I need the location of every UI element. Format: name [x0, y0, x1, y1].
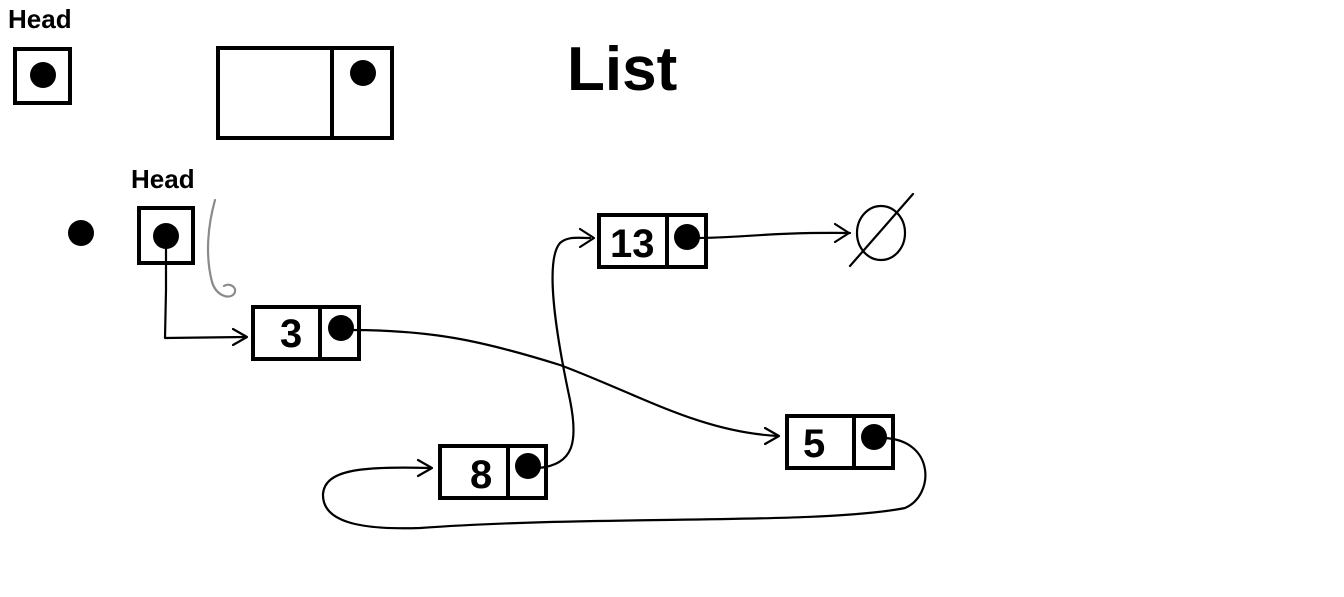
arrow-5-to-8 [321, 436, 927, 530]
loose-pointer-dot [68, 220, 94, 246]
node-13-value: 13 [610, 222, 655, 266]
node-8: 8 [438, 444, 548, 500]
arrowhead-into-null [833, 222, 851, 244]
arrow-13-to-null [695, 231, 852, 240]
node-5: 5 [785, 414, 895, 470]
pencil-arrow-stroke [206, 198, 237, 298]
arrowhead-into-5 [763, 426, 781, 446]
page-title: List [567, 35, 677, 104]
head-label-mid: Head [131, 164, 195, 194]
arrowhead-into-3 [231, 327, 249, 347]
arrow-head-to-3 [163, 236, 247, 340]
arrowhead-into-8 [416, 458, 434, 478]
node-5-value: 5 [803, 422, 825, 466]
node-template-box [216, 46, 394, 140]
head-pointer-box-top [13, 47, 72, 105]
node-13: 13 [597, 213, 708, 269]
node-3: 3 [251, 305, 361, 361]
node-3-value: 3 [280, 312, 302, 356]
arrow-8-to-13 [536, 236, 592, 470]
node-8-value: 8 [470, 453, 492, 497]
arrowhead-into-13 [578, 227, 596, 249]
null-symbol-icon [848, 192, 915, 268]
head-label-top: Head [8, 4, 72, 34]
arrow-3-to-5 [348, 328, 780, 438]
